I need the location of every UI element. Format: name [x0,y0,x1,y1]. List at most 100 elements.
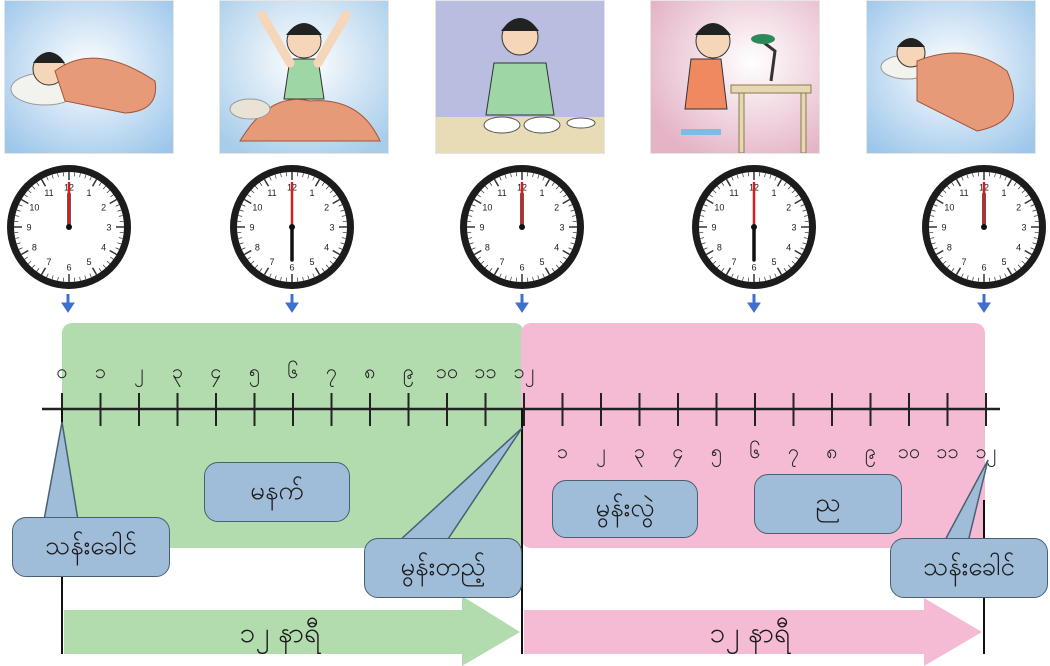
clock-numeral: 8 [717,243,722,253]
clock-tick [473,249,482,256]
clock-midnight-start: 121234567891011 [5,163,133,291]
clock-tick [338,204,343,207]
clock-tick [307,174,310,179]
hour-label: ၈ [826,439,838,463]
clock-tick [795,194,799,198]
hour-label: ၉ [864,439,877,463]
clock-tick [972,276,974,281]
clock-numeral: 4 [324,243,329,253]
clock-tick [18,247,23,250]
hour-label: ၁၂ [975,439,997,463]
clock-tick [802,242,807,245]
clock-tick [477,256,481,260]
child-stretching-picture [220,1,388,153]
clock-tick [117,242,122,245]
clock-tick [568,247,573,250]
clock-numeral: 7 [961,257,966,267]
clock-tick [725,267,732,276]
clock-tick [700,215,705,217]
clock-tick [254,185,259,190]
clock-midnight-end: 121234567891011 [920,163,1048,291]
clock-tick [559,189,564,194]
clock-tick [542,176,545,181]
clock-six-pm: 121234567891011 [690,163,818,291]
clock-tick [742,173,744,178]
clock-tick [1033,237,1038,239]
arrow-second-12-hours [524,598,982,666]
clock-tick [1032,242,1037,245]
clock-tick [568,204,573,207]
timeline-ticks [61,393,987,426]
clock-tick [1032,209,1037,212]
clock-numeral: 7 [46,257,51,267]
clock-tick [803,237,808,239]
clock-tick [705,249,714,256]
clock-tick [712,189,717,194]
clock-tick [764,276,766,281]
clock-tick [716,185,721,190]
clock-numeral: 6 [751,263,756,273]
clock-tick [951,182,955,186]
clock-tick [102,185,107,190]
clock-tick [1025,256,1029,260]
clock-noon: 121234567891011 [458,163,586,291]
clock-tick [84,275,87,280]
clock-tick [563,194,567,198]
clock-face: 121234567891011 [922,165,1046,289]
clock-tick [493,178,500,187]
clock-tick [115,247,120,250]
clock-tick [942,189,947,194]
clock-numeral: 1 [309,188,314,198]
clock-tick [36,182,40,186]
clock-numeral: 10 [944,203,954,213]
clock-tick [243,249,252,256]
clock-tick [489,182,493,186]
clock-tick [46,273,49,278]
clock-tick [769,275,772,280]
clock-numeral: 10 [252,203,262,213]
clock-tick [484,264,489,269]
clock-numeral: 1 [86,188,91,198]
clock-six-am: 121234567891011 [228,163,356,291]
clock-tick [946,264,951,269]
clock-tick [263,267,270,276]
clock-tick [118,215,123,217]
clock-numeral: 2 [101,203,106,213]
clock-tick [935,249,944,256]
hour-label: ၇ [325,359,338,383]
clock-tick [700,237,705,239]
clock-tick [469,242,474,245]
clock-numeral: 3 [329,223,334,233]
pointer-arrows [61,294,991,313]
clock-numeral: 4 [554,243,559,253]
clock-tick [1024,249,1033,256]
clock-tick [468,237,473,239]
clock-tick [933,247,938,250]
clock-tick [776,267,783,276]
clock-tick [84,174,87,179]
clock-numeral: 8 [255,243,260,253]
clock-tick [89,273,92,278]
clock-tick [312,176,315,181]
clock-tick [537,275,540,280]
clock-tick [338,247,343,250]
clock-tick [341,237,346,239]
child-eating-picture [436,1,604,153]
clock-numeral: 10 [29,203,39,213]
clock-numeral: 9 [479,223,484,233]
clock-tick [109,198,118,205]
clock-tick [341,215,346,217]
clock-tick [994,276,996,281]
clock-numeral: 11 [44,188,53,198]
clock-tick [1021,189,1026,194]
clock-numeral: 7 [499,257,504,267]
clock-numeral: 10 [482,203,492,213]
clock-tick [787,264,792,269]
clock-tick [57,173,59,178]
clock-tick [712,260,717,265]
clock-tick [769,174,772,179]
clock-numeral: 3 [559,223,564,233]
clock-tick [106,189,111,194]
clock-tick [477,194,481,198]
clock-tick [930,215,935,217]
